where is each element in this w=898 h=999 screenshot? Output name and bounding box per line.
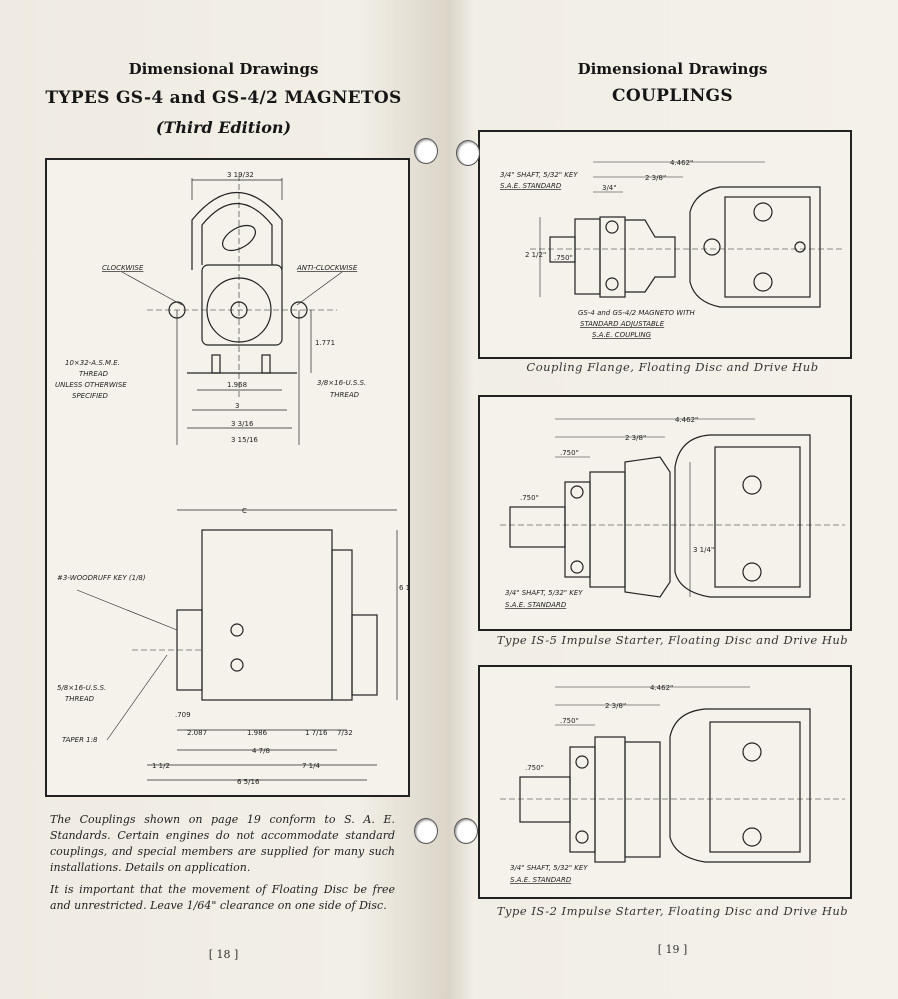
is5-drawing: 4.462" 2 3/8" .750" .750" 3 1/4" 3/4" SH…	[478, 395, 852, 631]
left-subtitle: (Third Edition)	[155, 118, 292, 137]
magneto-drawing-svg: 3 19/32 CLOCKWISE ANTI-CLOCKWISE 10×32-A…	[55, 171, 408, 786]
page-number-18: [ 18 ]	[208, 948, 239, 961]
binder-hole	[454, 818, 478, 844]
fig3-dim-overall: 4.462"	[650, 684, 673, 692]
fig2-shaft-1: 3/4" SHAFT, 5/32" KEY	[505, 589, 583, 597]
thread-note-1: 10×32-A.S.M.E.	[65, 359, 120, 367]
left-heading: Dimensional Drawings	[128, 60, 319, 78]
right-heading: Dimensional Drawings	[577, 60, 768, 78]
fig1-note-2: STANDARD ADJUSTABLE	[580, 320, 665, 328]
dim-1771: 1.771	[315, 339, 335, 347]
fig2-dim-short: .750"	[560, 449, 579, 457]
magneto-drawing: 3 19/32 CLOCKWISE ANTI-CLOCKWISE 10×32-A…	[45, 158, 410, 797]
paragraph-couplings: The Couplings shown on page 19 conform t…	[50, 813, 395, 874]
paragraph-floating-disc: It is important that the movement of Flo…	[50, 883, 395, 912]
right-title: COUPLINGS	[612, 86, 733, 106]
binder-hole	[414, 138, 438, 164]
dim-c: C	[242, 507, 247, 515]
fig2-dim-mid: 2 3/8"	[625, 434, 646, 442]
label-clockwise: CLOCKWISE	[102, 264, 144, 272]
dim-4-7-8: 4 7/8	[252, 747, 270, 755]
dim-3-3-16: 3 3/16	[231, 420, 254, 428]
fig1-dim-overall: 4.462"	[670, 159, 693, 167]
dim-7-32: 7/32	[337, 729, 353, 737]
dim-6-1-8: 6 1/8	[399, 584, 408, 592]
fig1-note-1: GS-4 and GS-4/2 MAGNETO WITH	[578, 309, 696, 317]
fig2-shaft-2: S.A.E. STANDARD	[505, 601, 567, 609]
fig2-dim-overall: 4.462"	[675, 416, 698, 424]
fig1-shaft-1: 3/4" SHAFT, 5/32" KEY	[500, 171, 578, 179]
fig1-caption: Coupling Flange, Floating Disc and Drive…	[526, 360, 819, 374]
dim-1968: 1.968	[227, 381, 247, 389]
thread-16: 5/8×16-U.S.S.	[57, 684, 106, 692]
thread-note-3: UNLESS OTHERWISE	[55, 381, 127, 389]
dim-2087: 2.087	[187, 729, 207, 737]
fig3-shaft-1: 3/4" SHAFT, 5/32" KEY	[510, 864, 588, 872]
dim-1-7-16: 1 7/16	[305, 729, 328, 737]
dim-1-1-2: 1 1/2	[152, 762, 170, 770]
uss-thread-2: THREAD	[330, 391, 360, 399]
fig1-dim-mid: 2 3/8"	[645, 174, 666, 182]
fig3-dim-short: .750"	[560, 717, 579, 725]
fig3-shaft-2: S.A.E. STANDARD	[510, 876, 572, 884]
fig1-dim-dia: 2 1/2"	[525, 251, 546, 259]
fig1-note-3: S.A.E. COUPLING	[592, 331, 652, 339]
page-19: Dimensional Drawings COUPLINGS	[447, 0, 898, 999]
page-number-19: [ 19 ]	[657, 943, 688, 956]
label-anti-clockwise: ANTI-CLOCKWISE	[296, 264, 358, 272]
fig3-dim-bore: .750"	[525, 764, 544, 772]
page-18: Dimensional Drawings TYPES GS-4 and GS-4…	[0, 0, 447, 999]
dim-1986: 1.986	[247, 729, 268, 737]
dim-3: 3	[235, 402, 239, 410]
fig1-dim-bore: .750"	[554, 254, 573, 262]
fig1-shaft-2: S.A.E. STANDARD	[500, 182, 562, 190]
is2-drawing: 4.462" 2 3/8" .750" .750" 3/4" SHAFT, 5/…	[478, 665, 852, 899]
thread-note-4: SPECIFIED	[72, 392, 109, 400]
fig3-dim-mid: 2 3/8"	[605, 702, 626, 710]
uss-thread-1: 3/8×16-U.S.S.	[317, 379, 366, 387]
dim-3-15-16: 3 15/16	[231, 436, 258, 444]
woodruff-key: #3-WOODRUFF KEY (1/8)	[57, 574, 146, 582]
coupling-flange-drawing: 4.462" 2 3/8" 3/4" 3/4" SHAFT, 5/32" KEY…	[478, 130, 852, 359]
fig1-dim-short: 3/4"	[602, 184, 617, 192]
thread-16b: THREAD	[65, 695, 95, 703]
fig2-dim-bore: .750"	[520, 494, 539, 502]
left-title: TYPES GS-4 and GS-4/2 MAGNETOS	[45, 88, 402, 108]
thread-note-2: THREAD	[79, 370, 109, 378]
binder-hole	[456, 140, 480, 166]
dim-7-1-4: 7 1/4	[302, 762, 320, 770]
fig3-caption: Type IS-2 Impulse Starter, Floating Disc…	[496, 904, 849, 918]
dim-6-5-16: 6 5/16	[237, 778, 260, 786]
binder-hole	[414, 818, 438, 844]
dim-709: .709	[175, 711, 191, 719]
fig2-caption: Type IS-5 Impulse Starter, Floating Disc…	[496, 633, 849, 647]
taper: TAPER 1:8	[62, 736, 98, 744]
fig2-dim-dia: 3 1/4"	[693, 546, 714, 554]
dim-top-width: 3 19/32	[227, 171, 254, 179]
